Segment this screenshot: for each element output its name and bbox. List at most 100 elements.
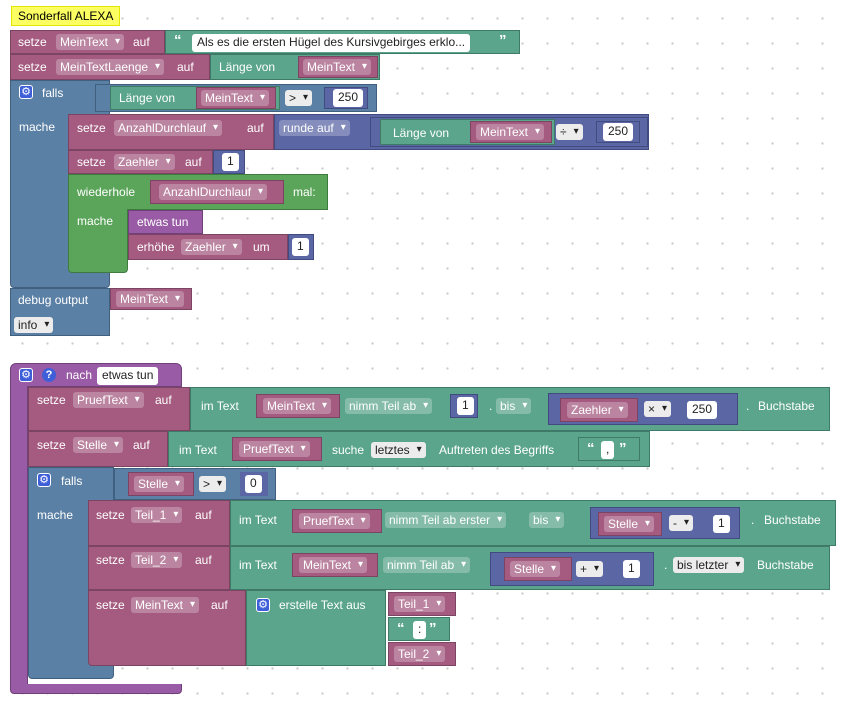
gear-icon[interactable]: ⚙ [19,85,33,99]
substring-end-dropdown[interactable]: bis letzter [673,557,745,573]
gear-icon[interactable]: ⚙ [37,473,51,487]
debug-output-block[interactable]: debug output info [10,288,110,336]
var-dropdown-meintext[interactable]: MeinText [303,59,372,75]
set-zaehler-block[interactable]: setze Zaehler auf [68,150,213,174]
plus-op-dropdown[interactable]: + [576,561,604,577]
gear-icon[interactable]: ⚙ [256,598,270,612]
var-dropdown-meintext[interactable]: MeinText [263,398,332,414]
compare-op-dropdown[interactable]: > [285,90,313,106]
get-stelle-block[interactable]: Stelle [598,512,662,536]
compare-op-dropdown[interactable]: > [199,476,227,492]
get-meintext-block[interactable]: MeinText [196,87,276,109]
help-icon[interactable]: ? [42,368,56,382]
number-field[interactable]: 1 [623,560,640,578]
get-meintext-block[interactable]: MeinText [110,288,192,310]
number-block[interactable]: 1 [288,234,314,260]
set-teil2-block[interactable]: setze Teil_2 auf [88,546,230,590]
number-block[interactable]: 250 [682,398,728,422]
change-zaehler-block[interactable]: erhöhe Zaehler um [128,234,288,260]
number-field[interactable]: 250 [333,89,364,107]
get-prueftext-block[interactable]: PruefText [232,437,322,461]
number-block[interactable]: 1 [618,557,646,581]
set-stelle-block[interactable]: setze Stelle auf [28,431,168,467]
var-dropdown-meintext[interactable]: MeinText [116,291,185,307]
substring-end-dropdown[interactable]: bis [529,512,565,528]
number-field[interactable]: 0 [245,475,262,493]
get-meintext-block[interactable]: MeinText [470,121,552,143]
get-meintext-block[interactable]: MeinText [298,56,378,78]
var-dropdown-meintext[interactable]: MeinText [56,34,125,50]
var-dropdown-teil1[interactable]: Teil_1 [394,596,446,612]
var-dropdown-stelle[interactable]: Stelle [604,516,655,532]
var-dropdown-meintextlaenge[interactable]: MeinTextLaenge [56,59,165,75]
var-dropdown-prueftext[interactable]: PruefText [73,392,144,408]
var-dropdown-zaehler[interactable]: Zaehler [114,154,175,170]
var-dropdown-stelle[interactable]: Stelle [73,437,124,453]
number-field[interactable]: 250 [687,401,718,419]
number-block[interactable]: 250 [596,121,640,143]
var-dropdown-prueftext[interactable]: PruefText [299,513,370,529]
set-meintext-block[interactable]: setze MeinText auf [10,30,165,54]
get-meintext-block[interactable]: MeinText [292,553,378,577]
get-teil2-block[interactable]: Teil_2 [388,642,456,666]
number-field[interactable]: 1 [457,397,474,415]
substring-mode-dropdown[interactable]: nimm Teil ab [383,557,471,573]
number-field[interactable]: 250 [603,123,634,141]
divide-op-dropdown[interactable]: ÷ [556,124,583,140]
set-meintextlaenge-block[interactable]: setze MeinTextLaenge auf [10,54,210,80]
var-dropdown-meintext[interactable]: MeinText [201,90,270,106]
get-stelle-block[interactable]: Stelle [504,557,572,581]
var-dropdown-meintext[interactable]: MeinText [131,597,200,613]
get-meintext-block[interactable]: MeinText [256,394,340,418]
comment-sonderfall[interactable]: Sonderfall ALEXA [11,6,121,26]
multiply-op-dropdown[interactable]: × [644,401,672,417]
text-literal-block[interactable]: “ , ” [578,437,640,461]
procedure-name-field[interactable]: etwas tun [97,367,159,385]
substring-mode-dropdown[interactable]: nimm Teil ab erster [385,512,507,528]
var-dropdown-teil1[interactable]: Teil_1 [131,507,183,523]
text-join-block[interactable]: ⚙ erstelle Text aus [246,590,386,666]
log-level-dropdown[interactable]: info [14,317,54,333]
text-literal-field[interactable]: : [413,621,427,639]
get-anzahl-block[interactable]: AnzahlDurchlauf [150,180,284,204]
var-dropdown-zaehler[interactable]: Zaehler [567,402,628,418]
find-mode-dropdown[interactable]: letztes [371,442,426,458]
text-literal-block[interactable]: “ : ” [388,617,450,641]
text-literal-field[interactable]: , [601,441,615,459]
substring-mode-dropdown[interactable]: nimm Teil ab [345,398,433,414]
substring-end-dropdown[interactable]: bis [496,398,532,414]
call-etwas-tun-block[interactable]: etwas tun [128,210,203,234]
number-field[interactable]: 1 [222,153,239,171]
get-prueftext-block[interactable]: PruefText [292,509,382,533]
number-field[interactable]: 1 [292,238,309,256]
var-dropdown-teil2[interactable]: Teil_2 [131,552,183,568]
set-anzahldurchlauf-block[interactable]: setze AnzahlDurchlauf auf [68,114,274,150]
text-literal-block[interactable]: “ Als es die ersten Hügel des Kursivgebi… [165,30,520,54]
get-zaehler-block[interactable]: Zaehler [560,398,638,422]
set-prueftext-block[interactable]: setze PruefText auf [28,387,190,431]
procedure-def-block[interactable]: ⚙ ? nach etwas tun [10,363,182,387]
round-dropdown[interactable]: runde auf [279,120,350,136]
var-dropdown-meintext[interactable]: MeinText [299,557,368,573]
set-meintext-join-block[interactable]: setze MeinText auf [88,590,246,666]
number-block[interactable]: 250 [324,87,368,109]
minus-op-dropdown[interactable]: - [669,515,693,531]
var-dropdown-stelle[interactable]: Stelle [510,561,561,577]
text-literal-field[interactable]: Als es die ersten Hügel des Kursivgebirg… [192,34,471,52]
var-dropdown-anzahl[interactable]: AnzahlDurchlauf [159,184,268,200]
var-dropdown-prueftext[interactable]: PruefText [239,441,310,457]
number-block[interactable]: 1 [708,512,736,536]
set-teil1-block[interactable]: setze Teil_1 auf [88,500,230,546]
number-block[interactable]: 1 [450,394,478,418]
get-stelle-block[interactable]: Stelle [128,472,194,496]
number-field[interactable]: 1 [713,515,730,533]
gear-icon[interactable]: ⚙ [19,368,33,382]
number-block[interactable]: 1 [213,150,245,174]
var-dropdown-stelle[interactable]: Stelle [134,476,185,492]
var-dropdown-meintext[interactable]: MeinText [476,124,545,140]
var-dropdown-anzahl[interactable]: AnzahlDurchlauf [114,120,223,136]
number-block[interactable]: 0 [240,472,268,496]
var-dropdown-teil2[interactable]: Teil_2 [394,646,446,662]
get-teil1-block[interactable]: Teil_1 [388,592,456,616]
var-dropdown-zaehler[interactable]: Zaehler [181,239,242,255]
